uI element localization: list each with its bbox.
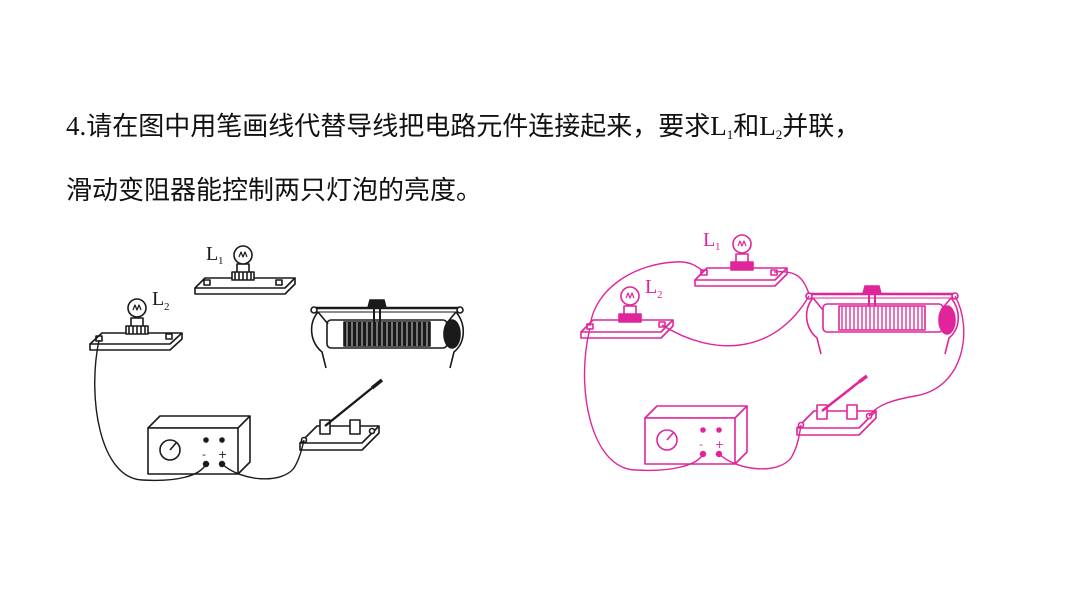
question-part1: 请在图中用笔画线代替导线把电路元件连接起来，要求	[86, 112, 711, 142]
solution-wire-battery-to-switch	[718, 424, 802, 470]
circuit-diagram-unconnected: L 1 L 2	[89, 243, 465, 482]
bulb-l2-board	[89, 298, 183, 351]
solution-bulb-l2-board	[580, 286, 674, 339]
bulb-l2-subscript: 2	[164, 301, 170, 313]
question-text: 4.请在图中用笔画线代替导线把电路元件连接起来，要求L1和L2并联， 滑动变阻器…	[66, 98, 1046, 219]
solution-wire-l2-to-l1	[589, 261, 705, 327]
bulb-l2-label: L	[152, 288, 164, 310]
solution-sliding-rheostat	[805, 285, 960, 355]
solution-l2-label: L	[645, 276, 657, 298]
l2-subscript: 2	[775, 127, 783, 142]
question-line2: 滑动变阻器能控制两只灯泡的亮度。	[66, 176, 483, 206]
circuit-diagram-solution: L 1 L 2	[580, 229, 965, 472]
battery-minus-label: -	[202, 448, 206, 461]
question-number: 4.	[66, 111, 87, 141]
battery-plus-label: +	[218, 448, 227, 461]
wire-battery-to-switch	[221, 439, 305, 480]
l1-subscript: 1	[726, 127, 734, 142]
wire-l2-to-battery	[94, 339, 207, 482]
solution-wire-l1-to-rheostat	[773, 270, 810, 295]
bulb-l1-label: L	[206, 243, 218, 265]
solution-wire-rheostat-to-switch	[868, 295, 965, 417]
solution-battery-plus: +	[715, 438, 724, 451]
bulb-l1-subscript: 1	[218, 255, 224, 267]
solution-knife-switch	[796, 374, 877, 436]
l1-letter: L	[710, 111, 727, 141]
question-part2: 并联，	[782, 112, 861, 142]
solution-l2-subscript: 2	[657, 289, 663, 301]
knife-switch	[299, 378, 384, 451]
power-supply	[147, 415, 251, 475]
solution-wire-l2-to-rheostat	[661, 295, 810, 347]
question-and: 和	[733, 112, 760, 142]
solution-l1-label: L	[703, 229, 715, 251]
solution-power-supply	[644, 405, 748, 465]
sliding-rheostat	[310, 299, 465, 369]
solution-battery-minus: -	[699, 438, 703, 451]
l2-letter: L	[759, 111, 776, 141]
solution-wire-l2-to-battery	[583, 327, 704, 472]
solution-l1-subscript: 1	[715, 241, 721, 253]
bulb-l1-board	[194, 245, 296, 295]
